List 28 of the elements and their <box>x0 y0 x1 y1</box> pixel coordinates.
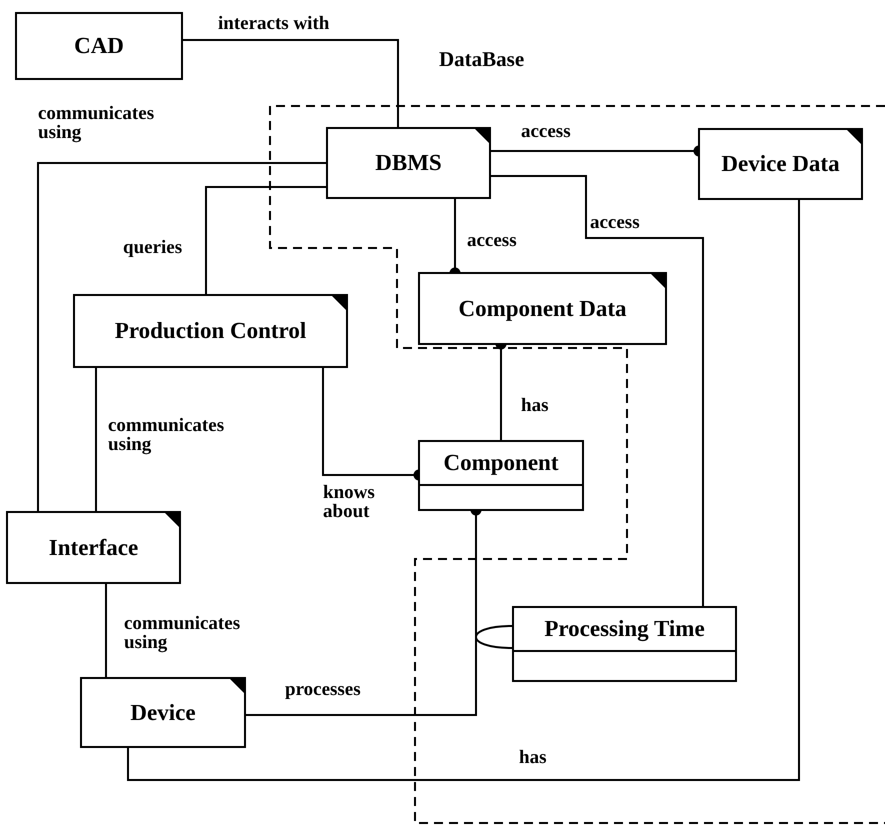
association-line <box>95 368 97 511</box>
class-box <box>512 606 737 682</box>
package-box <box>326 127 491 199</box>
boundary-title: DataBase <box>438 50 526 69</box>
package-box <box>6 511 181 584</box>
association-line <box>183 39 399 127</box>
class-box <box>418 440 584 511</box>
association-class-link <box>475 625 512 649</box>
class-box <box>15 12 183 80</box>
edge-label: queries <box>122 238 184 257</box>
association-line <box>105 584 107 677</box>
package-box <box>418 272 667 345</box>
node-title: Processing Time <box>514 608 735 652</box>
association-line <box>127 200 800 781</box>
node-title: DBMS <box>375 150 442 176</box>
package-box <box>73 294 348 368</box>
node-title: Component <box>420 442 582 486</box>
package-box <box>80 677 246 748</box>
node-title: Device Data <box>721 151 840 177</box>
association-line <box>491 175 704 606</box>
node-title: Device <box>130 700 196 726</box>
node-title: CAD <box>74 33 124 59</box>
node-title: Production Control <box>114 318 306 344</box>
association-line <box>205 186 326 294</box>
association-line <box>37 162 326 511</box>
node-title: Component Data <box>458 296 627 322</box>
package-box <box>698 128 863 200</box>
node-title: Interface <box>48 534 138 560</box>
